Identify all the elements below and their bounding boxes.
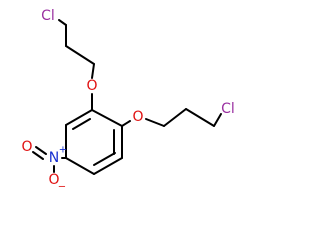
ring-double-bond-inner-2 bbox=[93, 152, 116, 166]
bond-n-o-double-a bbox=[35, 146, 47, 155]
bond-ch2-ch2-lower bbox=[163, 108, 187, 127]
bond-o-upper-ch2 bbox=[91, 63, 95, 79]
bond-n-o-double-b bbox=[32, 151, 44, 160]
atom-label-n-nitro: N bbox=[49, 150, 59, 166]
bond-ch2-cl-upper bbox=[58, 19, 67, 26]
atom-label-o-nitro-left: O bbox=[21, 139, 32, 155]
upper-chloropropoxy-chain bbox=[58, 19, 95, 111]
bond-ring-o-lower bbox=[121, 120, 131, 127]
bond-ch2-ch2-cl-lower bbox=[185, 108, 215, 127]
structure-diagram: Cl O O Cl N O O + − bbox=[21, 8, 235, 193]
charge-plus-on-n: + bbox=[59, 145, 67, 156]
lower-chloropropoxy-chain bbox=[121, 108, 222, 127]
ring-bond-c1-c2 bbox=[91, 109, 123, 127]
atom-label-cl-right: Cl bbox=[221, 101, 235, 117]
benzene-ring bbox=[65, 109, 123, 175]
atom-label-o-upper: O bbox=[86, 78, 97, 94]
ring-bond-c2-c3 bbox=[65, 109, 93, 126]
atom-label-o-lower: O bbox=[132, 109, 143, 125]
ring-bond-c4-c5 bbox=[65, 157, 95, 175]
nitro-group bbox=[32, 146, 67, 173]
bond-ch2-ch2-upper bbox=[65, 45, 95, 65]
bond-o-lower-ch2 bbox=[145, 118, 165, 127]
ring-bond-c5-c6 bbox=[93, 157, 123, 175]
ring-double-bond-inner-1 bbox=[72, 118, 91, 130]
bond-ch2-cl-lower bbox=[213, 113, 222, 127]
atom-label-cl-top: Cl bbox=[41, 8, 55, 24]
atom-label-o-nitro-bottom: O bbox=[48, 172, 59, 188]
charge-minus-on-o: − bbox=[58, 182, 66, 193]
